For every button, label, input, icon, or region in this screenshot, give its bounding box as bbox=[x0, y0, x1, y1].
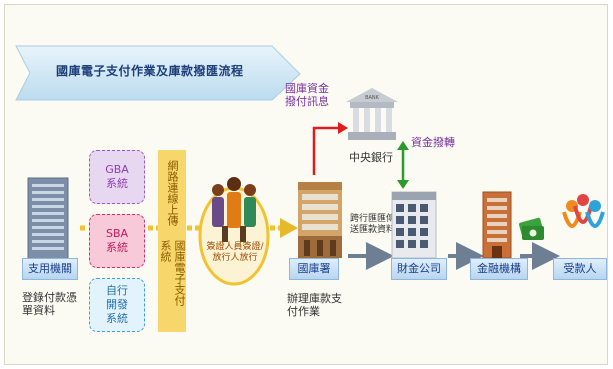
treasury-label: 國庫署 bbox=[289, 258, 339, 280]
bank-sign: BANK bbox=[365, 95, 380, 101]
title-banner bbox=[15, 45, 301, 101]
network-upload-label: 網路連線上傳 bbox=[166, 160, 179, 226]
self-developed-system-box: 自行開發系統 bbox=[89, 278, 145, 332]
institution-building-icon bbox=[482, 191, 512, 259]
treasury-notice-annotation: 國庫資金撥付訊息 bbox=[285, 82, 329, 108]
money-icon bbox=[519, 217, 544, 240]
red-arrowhead bbox=[338, 122, 348, 134]
treasury-caption: 辦理庫款支付作業 bbox=[287, 292, 342, 318]
sba-system-label: SBA系統 bbox=[105, 227, 129, 254]
central-bank-icon: BANK bbox=[346, 88, 398, 140]
payee-icon bbox=[562, 194, 605, 228]
signers-label: 簽證人員簽證/放行人放行 bbox=[206, 242, 264, 263]
gba-system-label: GBA系統 bbox=[105, 163, 129, 190]
gba-system-box: GBA系統 bbox=[89, 150, 145, 204]
institution-label: 金融機構 bbox=[470, 258, 528, 280]
treasury-system-label: 國庫電子支付系統 bbox=[159, 240, 186, 306]
payee-label: 受款人 bbox=[553, 258, 607, 280]
diagram-title: 國庫電子支付作業及庫款撥匯流程 bbox=[56, 64, 244, 78]
sba-system-box: SBA系統 bbox=[89, 214, 145, 268]
treasury-building-icon bbox=[298, 182, 342, 258]
fund-transfer-annotation: 資金撥轉 bbox=[411, 136, 455, 149]
agency-building-icon bbox=[27, 177, 69, 261]
green-arrowhead-down bbox=[397, 180, 409, 189]
upload-band bbox=[158, 150, 186, 332]
fisc-building-icon bbox=[391, 191, 437, 259]
signers-icon bbox=[198, 177, 270, 286]
agency-caption: 登錄付款憑單資料 bbox=[22, 291, 77, 317]
interbank-annotation: 跨行匯匯傳送匯款資料 bbox=[350, 214, 396, 235]
gold-arrowhead bbox=[280, 218, 298, 238]
red-arrow-line bbox=[312, 126, 340, 175]
central-bank-label: 中央銀行 bbox=[349, 151, 393, 164]
agency-label: 支用機關 bbox=[22, 258, 78, 280]
self-developed-system-label: 自行開發系統 bbox=[106, 284, 128, 325]
green-arrowhead-up bbox=[397, 141, 409, 150]
fisc-label: 財金公司 bbox=[391, 258, 447, 280]
